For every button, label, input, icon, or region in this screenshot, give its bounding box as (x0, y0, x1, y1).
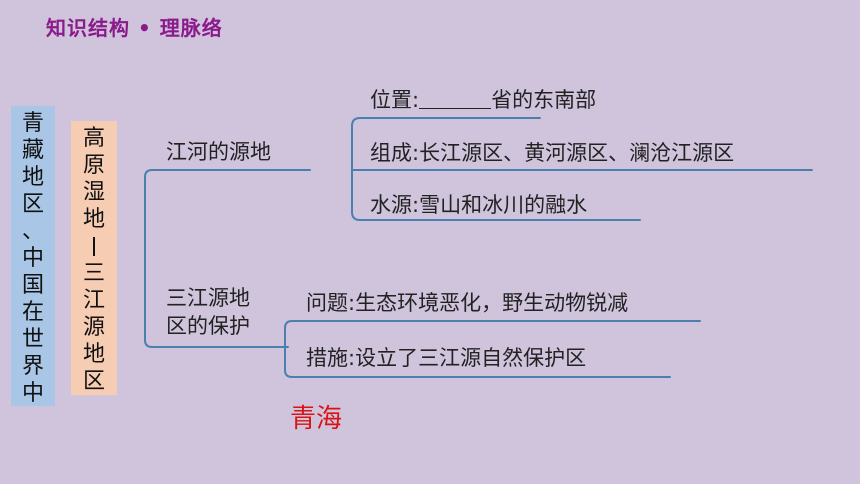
left-box-char: 界 (21, 354, 44, 379)
problem-text: 问题:生态环境恶化，野生动物锐减 (306, 291, 629, 315)
composition-text: 组成:长江源区、黄河源区、澜沧江源区 (370, 141, 735, 165)
answer-text: 青海 (290, 404, 343, 434)
center-box-bottom-text: 三江源地区 (81, 260, 107, 395)
left-box-char: 国 (21, 273, 44, 298)
left-box-char: 中 (21, 381, 44, 406)
center-top-char: 地 (82, 207, 105, 232)
branch-protection-label-line2: 区的保护 (166, 314, 250, 338)
branch-protection-label-line1: 三江源地 (166, 286, 250, 310)
center-box-top-text: 高原湿地 (81, 125, 107, 233)
center-bottom-char: 源 (82, 315, 105, 340)
branch-river-source-label: 江河的源地 (166, 140, 271, 164)
dash-separator (93, 237, 95, 256)
section-header: 知识结构 • 理脉络 (46, 16, 223, 40)
left-box-char: 区 (21, 192, 44, 217)
center-topic-box: 高原湿地 三江源地区 (71, 121, 117, 395)
left-box-char: 藏 (21, 138, 44, 163)
center-bottom-char: 地 (82, 342, 105, 367)
left-box-char: 、 (21, 219, 44, 244)
left-box-char: 中 (21, 246, 44, 271)
measure-text: 措施:设立了三江源自然保护区 (306, 346, 587, 370)
center-top-char: 原 (82, 153, 105, 178)
center-bottom-char: 三 (82, 261, 105, 286)
water-source-text: 水源:雪山和冰川的融水 (370, 193, 588, 217)
left-topic-box: 青藏地区、中国在世界中 (11, 106, 55, 406)
left-box-char: 在 (21, 300, 44, 325)
left-box-char: 青 (21, 111, 44, 136)
main-bracket-line (144, 169, 311, 348)
center-top-char: 湿 (82, 180, 105, 205)
left-box-char: 世 (21, 327, 44, 352)
center-top-char: 高 (82, 126, 105, 151)
center-bottom-char: 江 (82, 288, 105, 313)
center-bottom-char: 区 (82, 369, 105, 394)
location-suffix: 省的东南部 (491, 88, 597, 112)
location-text: 位置: 省的东南部 (370, 84, 596, 114)
left-box-char: 地 (21, 165, 44, 190)
location-blank (419, 90, 492, 109)
lower-bracket-line (284, 320, 701, 378)
location-prefix: 位置: (370, 88, 420, 112)
